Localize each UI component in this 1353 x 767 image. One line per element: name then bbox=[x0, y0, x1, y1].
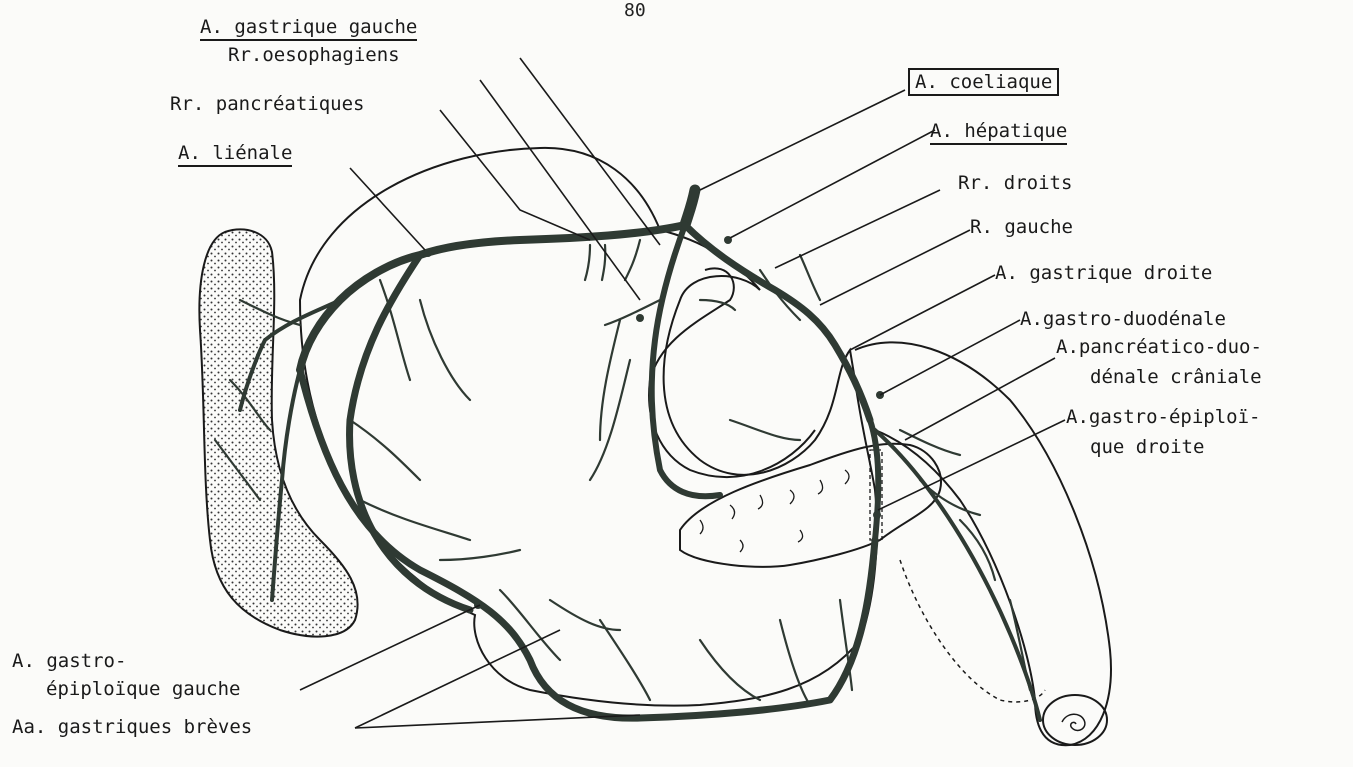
label-gastro-epiploique-g-line2: épiploïque gauche bbox=[46, 678, 240, 700]
label-coeliaque: A. coeliaque bbox=[908, 68, 1059, 96]
spleen bbox=[199, 229, 357, 636]
label-pancreatico-line2: dénale crâniale bbox=[1090, 366, 1262, 388]
label-gastro-epiploique-d-line2: que droite bbox=[1090, 436, 1204, 458]
leader-breves-1 bbox=[355, 630, 560, 728]
leader-gastrique-droite bbox=[850, 275, 995, 350]
leader-gastrique-gauche bbox=[520, 58, 660, 245]
duodenum-lumen bbox=[1043, 695, 1107, 745]
leader-gastro-duodenale bbox=[880, 320, 1020, 395]
label-hepatique: A. hépatique bbox=[930, 120, 1067, 145]
hepatic-artery-vessel bbox=[685, 225, 870, 420]
label-gastro-epiploique-d-line1: A.gastro-épiploï- bbox=[1066, 406, 1260, 428]
leader-pancreatiques bbox=[440, 110, 590, 240]
label-gastrique-droite: A. gastrique droite bbox=[995, 262, 1212, 284]
label-pancreatiques: Rr. pancréatiques bbox=[170, 93, 364, 115]
duodenum-inner bbox=[900, 560, 1045, 702]
duodenum bbox=[855, 342, 1111, 745]
leader-breves-2 bbox=[355, 715, 640, 728]
label-gastro-duodenale: A.gastro-duodénale bbox=[1020, 308, 1226, 330]
label-oesophagiens: Rr.oesophagiens bbox=[228, 44, 400, 66]
splenic-artery-vessel bbox=[300, 225, 685, 370]
duodenum-section bbox=[1062, 714, 1085, 730]
leader-hepatique bbox=[730, 130, 935, 238]
label-gastrique-gauche: A. gastrique gauche bbox=[200, 16, 417, 41]
leader-coeliaque bbox=[700, 90, 905, 190]
left-gastroepiploic-vessel bbox=[300, 370, 875, 718]
label-r-gauche: R. gauche bbox=[970, 216, 1073, 238]
label-droits: Rr. droits bbox=[958, 172, 1072, 194]
leader-lienale bbox=[350, 168, 425, 250]
label-breves: Aa. gastriques brèves bbox=[12, 716, 252, 738]
leader-r-gauche bbox=[820, 230, 970, 305]
right-gastroepiploic-vessel bbox=[875, 430, 1040, 720]
label-pancreatico-line1: A.pancréatico-duo- bbox=[1056, 336, 1262, 358]
label-gastro-epiploique-g-line1: A. gastro- bbox=[12, 650, 126, 672]
pancreas-lobules bbox=[700, 470, 849, 552]
left-gastric-vessel bbox=[652, 225, 720, 496]
celiac-trunk-vessel bbox=[685, 190, 695, 225]
label-lienale: A. liénale bbox=[178, 142, 292, 167]
pancreas bbox=[680, 444, 941, 567]
page-number: 80 bbox=[624, 0, 646, 21]
